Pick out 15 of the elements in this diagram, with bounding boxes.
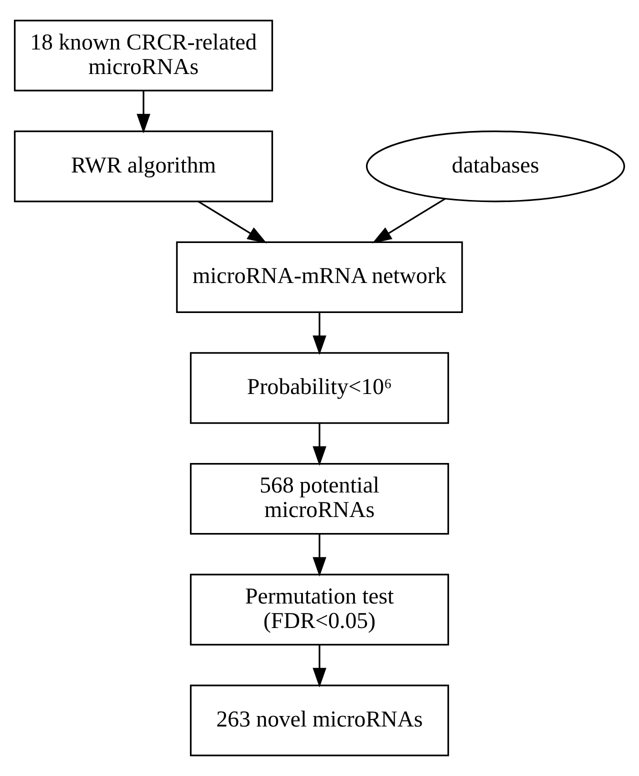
node-box: Permutation test (FDR<0.05) xyxy=(190,574,450,646)
node-box: Probability<10⁶ xyxy=(190,352,450,424)
arrow xyxy=(312,644,326,688)
arrow xyxy=(312,534,326,577)
node-box: microRNA-mRNA network xyxy=(176,241,463,314)
arrow xyxy=(312,312,326,356)
arrow xyxy=(136,90,150,134)
node-ellipse: databases xyxy=(366,130,626,202)
arrow xyxy=(372,198,446,244)
node-box: RWR algorithm xyxy=(14,130,274,202)
node-box: 568 potential microRNAs xyxy=(190,462,450,535)
node-box: 18 known CRCR-related microRNAs xyxy=(14,20,274,92)
node-box: 263 novel microRNAs xyxy=(190,684,450,756)
arrow xyxy=(198,200,267,244)
arrow xyxy=(312,423,326,466)
